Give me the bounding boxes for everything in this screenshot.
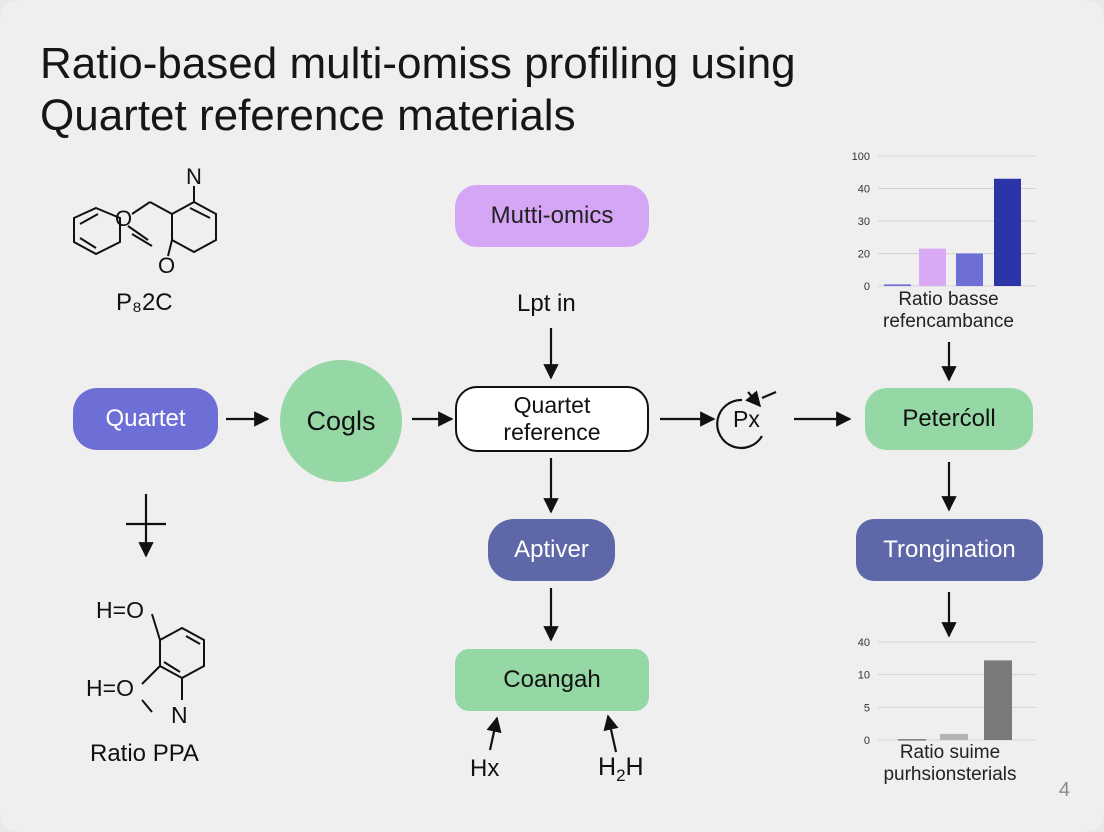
node-quartet-reference[interactable]: Quartet reference <box>455 386 649 452</box>
label-hx: Hx <box>470 755 500 782</box>
atom-o2: O <box>116 675 134 701</box>
node-cogls[interactable]: Cogls <box>280 360 402 482</box>
chart-tick-label: 5 <box>864 702 870 714</box>
chart1-caption-line-2: refencambance <box>883 311 1014 332</box>
chart1-caption: Ratio basse refencambance <box>861 289 1036 333</box>
chart-tick-label: 0 <box>864 735 870 747</box>
chart1-caption-line-1: Ratio basse <box>898 289 999 310</box>
chart-tick-label: 40 <box>858 184 870 196</box>
bottom-molecule-bonds <box>141 613 205 713</box>
chart-bar <box>919 248 946 286</box>
page-number: 4 <box>1058 779 1070 801</box>
chart-tick-label: 40 <box>858 637 870 649</box>
atom-h1: H <box>96 597 113 623</box>
double-bond-1: = <box>112 597 127 623</box>
top-molecule-label: P₈2C <box>116 289 173 316</box>
h2h-subscript: 2 <box>616 766 626 785</box>
label-px: Px <box>733 406 760 432</box>
h2h-h2: H <box>625 753 644 781</box>
node-trongination[interactable]: Trongination <box>856 519 1043 581</box>
top-molecule-bonds <box>73 186 217 257</box>
chart-tick-label: 30 <box>858 216 870 228</box>
node-quartet[interactable]: Quartet <box>73 388 218 450</box>
px-cycle-arc-top <box>745 390 762 408</box>
bottom-molecule-h1: H=O <box>96 597 144 624</box>
node-multi-omics[interactable]: Mutti-omics <box>455 185 649 247</box>
node-peterfoll[interactable]: Peterćoll <box>865 388 1033 450</box>
title-line-2: Quartet reference materials <box>40 91 576 140</box>
bottom-molecule-atom-n: N <box>171 702 188 728</box>
top-molecule-atom-n: N <box>186 164 202 189</box>
chart-bar <box>940 733 968 740</box>
arrow-h2h-to-coangah <box>603 714 619 753</box>
bottom-molecule-h2: H=O <box>86 675 134 702</box>
chart-tick-label: 10 <box>858 670 870 682</box>
px-cycle-arc <box>716 398 763 450</box>
px-cycle-tick <box>761 390 777 400</box>
chart-bar <box>898 739 926 741</box>
chart-bar <box>984 660 1012 740</box>
node-aptiver[interactable]: Aptiver <box>488 519 615 581</box>
quartet-reference-line-2: reference <box>503 419 601 445</box>
slide-title: Ratio-based multi-omiss profiling using … <box>40 38 900 142</box>
label-h2h: H2H <box>598 753 644 786</box>
h2h-h1: H <box>598 753 617 781</box>
chart2-caption: Ratio suime purhsionsterials <box>861 742 1039 786</box>
chart-tick-label: 0 <box>864 281 870 293</box>
double-bond-2: = <box>102 675 117 701</box>
chart-bar <box>884 284 911 286</box>
arrow-hx-to-coangah <box>486 716 502 751</box>
chart-tick-label: 100 <box>852 151 870 163</box>
title-line-1: Ratio-based multi-omiss profiling using <box>40 39 796 88</box>
chart2-caption-line-2: purhsionsterials <box>883 764 1017 785</box>
chart-tick-label: 20 <box>858 249 870 261</box>
chart-bar <box>956 253 983 286</box>
top-molecule-atom-o1: O <box>115 206 133 231</box>
atom-o1: O <box>126 597 144 623</box>
top-molecule-atom-o2: O <box>158 253 176 278</box>
quartet-reference-line-1: Quartet <box>513 392 591 418</box>
chart2-caption-line-1: Ratio suime <box>899 742 1001 763</box>
label-input: Lpt in <box>517 290 576 317</box>
node-coangah[interactable]: Coangah <box>455 649 649 711</box>
bottom-molecule-label: Ratio PPA <box>90 740 199 767</box>
atom-h2: H <box>86 675 103 701</box>
chart-bar <box>994 178 1021 286</box>
